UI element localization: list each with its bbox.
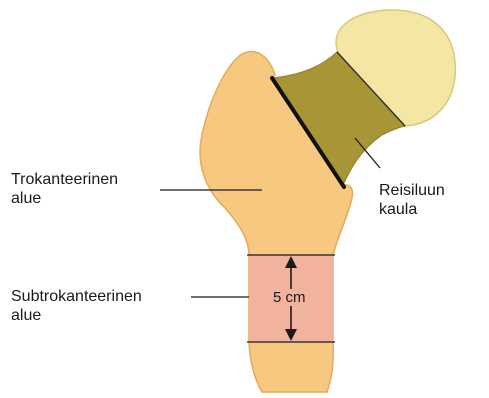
- femoral-neck-label: Reisiluun kaula: [379, 181, 445, 219]
- subtrochanteric-label-line2: alue: [11, 306, 142, 325]
- neck-label-line1: Reisiluun: [379, 181, 445, 200]
- trochanteric-label-line2: alue: [11, 189, 118, 208]
- trochanteric-region-label: Trokanteerinen alue: [11, 170, 118, 208]
- neck-label-line2: kaula: [379, 200, 445, 219]
- subtrochanteric-region-label: Subtrokanteerinen alue: [11, 287, 142, 325]
- measurement-label: 5 cm: [272, 289, 307, 306]
- subtrochanteric-label-line1: Subtrokanteerinen: [11, 287, 142, 306]
- trochanteric-label-line1: Trokanteerinen: [11, 170, 118, 189]
